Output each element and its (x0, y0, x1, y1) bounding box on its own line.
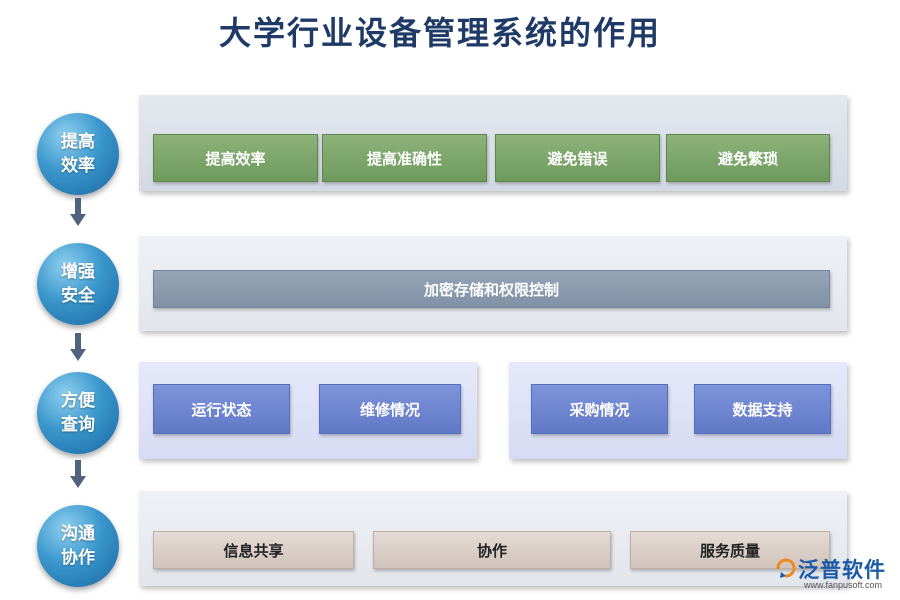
query-panel-left: 运行状态 维修情况 (139, 362, 477, 459)
security-panel: 加密存储和权限控制 (139, 236, 847, 331)
down-arrow-icon (70, 460, 86, 490)
stage-circle-efficiency: 提高 效率 (37, 113, 119, 195)
box-accuracy: 提高准确性 (322, 134, 487, 182)
box-maintenance: 维修情况 (319, 384, 461, 434)
down-arrow-icon (70, 333, 86, 363)
stage-label-line1: 沟通 (61, 524, 95, 544)
logo-name: 泛普软件 (798, 558, 886, 582)
box-avoid-tedium: 避免繁琐 (666, 134, 830, 182)
logo-mark-icon (776, 558, 796, 578)
box-efficiency: 提高效率 (153, 134, 318, 182)
box-data-support: 数据支持 (694, 384, 831, 434)
stage-label-line2: 安全 (61, 286, 95, 306)
box-avoid-errors: 避免错误 (495, 134, 660, 182)
box-collaboration: 协作 (373, 531, 611, 569)
stage-circle-security: 增强 安全 (37, 243, 119, 325)
box-encrypted-storage: 加密存储和权限控制 (153, 270, 830, 308)
box-operating-status: 运行状态 (153, 384, 290, 434)
logo-url: www.fanpusoft.com (804, 580, 883, 590)
stage-label-line1: 提高 (61, 132, 95, 152)
stage-label-line2: 查询 (61, 415, 95, 435)
company-logo: 泛普软件 www.fanpusoft.com (774, 554, 894, 598)
stage-circle-collaboration: 沟通 协作 (37, 505, 119, 587)
box-info-sharing: 信息共享 (153, 531, 354, 569)
collaboration-panel: 信息共享 协作 服务质量 (139, 491, 847, 586)
down-arrow-icon (70, 198, 86, 228)
stage-label-line1: 增强 (61, 262, 95, 282)
stage-label-line1: 方便 (61, 391, 95, 411)
box-service-quality: 服务质量 (630, 531, 830, 569)
stage-label-line2: 协作 (61, 548, 95, 568)
query-panel-right: 采购情况 数据支持 (509, 362, 847, 459)
stage-label-line2: 效率 (61, 156, 95, 176)
box-procurement: 采购情况 (531, 384, 668, 434)
page-title: 大学行业设备管理系统的作用 (218, 14, 661, 52)
efficiency-panel: 提高效率 提高准确性 避免错误 避免繁琐 (139, 95, 847, 191)
stage-circle-query: 方便 查询 (37, 372, 119, 454)
